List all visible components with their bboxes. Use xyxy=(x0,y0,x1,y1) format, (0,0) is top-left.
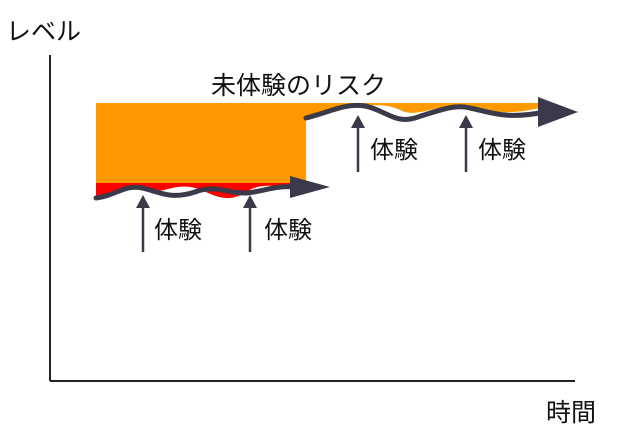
residual-risk-band xyxy=(306,103,540,116)
risk-title-label: 未体験のリスク xyxy=(211,71,387,100)
experience-label-1: 体験 xyxy=(154,216,202,244)
experience-label-4: 体験 xyxy=(478,136,526,164)
arrowhead-right xyxy=(538,97,578,127)
experience-label-3: 体験 xyxy=(370,136,418,164)
level-wave-line-right xyxy=(303,102,548,122)
arrowhead-left xyxy=(290,176,330,198)
y-axis-label: レベル xyxy=(6,17,82,46)
x-axis-label: 時間 xyxy=(546,398,597,427)
level-wave-line-left xyxy=(93,184,299,201)
unexperienced-risk-area xyxy=(96,103,306,185)
experience-label-2: 体験 xyxy=(264,216,312,244)
